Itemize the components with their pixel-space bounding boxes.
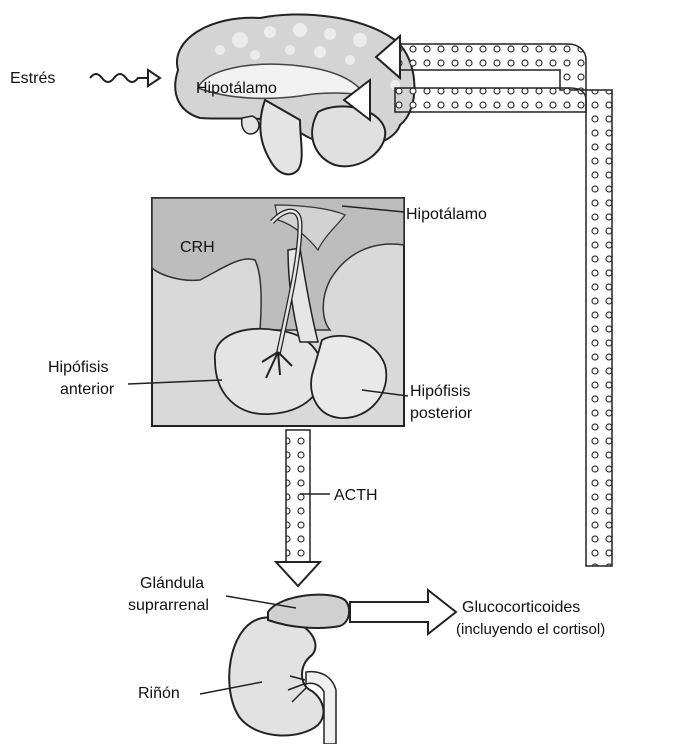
kidney-label: Riñón [138, 685, 180, 702]
stress-wavy-arrow [90, 74, 148, 82]
brain-hypothalamus-label: Hipotálamo [196, 80, 277, 97]
box-hypothalamus-label: Hipotálamo [406, 206, 487, 223]
pituitary-detail-box: CRH [152, 198, 404, 426]
brain-illustration: Hipotálamo [175, 14, 414, 174]
acth-label: ACTH [334, 487, 378, 504]
adrenal-label-line1: Glándula [140, 575, 204, 592]
glucocorticoids-arrow [350, 590, 456, 634]
posterior-pituitary-label-line2: posterior [410, 405, 473, 422]
cerebellum [312, 106, 385, 166]
stress-label: Estrés [10, 70, 55, 87]
crh-label: CRH [180, 239, 215, 256]
adrenal-label-line2: suprarrenal [128, 597, 209, 614]
glucocorticoids-label-line1: Glucocorticoides [462, 599, 580, 616]
glucocorticoids-label-line2: (incluyendo el cortisol) [456, 621, 605, 638]
kidney-adrenal-illustration [229, 595, 349, 744]
anterior-pituitary-label-line1: Hipófisis [48, 359, 108, 376]
acth-arrow [276, 430, 320, 586]
anterior-pituitary-label-line2: anterior [60, 381, 115, 398]
posterior-pituitary-label-line1: Hipófisis [410, 383, 470, 400]
brain-pituitary-stalk [242, 116, 259, 134]
adrenal-gland [268, 595, 349, 628]
stress-arrowhead [148, 70, 160, 86]
